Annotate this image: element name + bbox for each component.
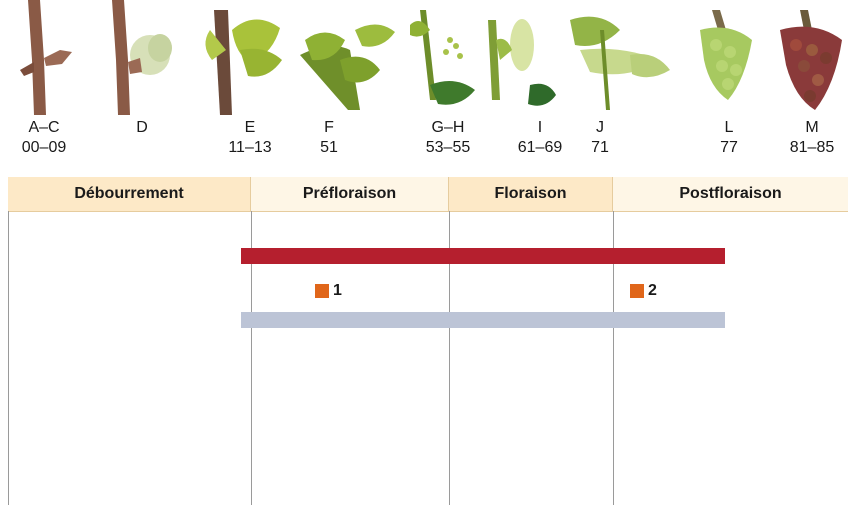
stage-label-d: D	[107, 118, 177, 138]
flowering-photo	[488, 19, 556, 106]
marker-1: 1	[315, 282, 342, 300]
bud-swelling-photo	[112, 0, 172, 115]
ripe-grape-cluster-photo	[780, 10, 842, 110]
marker-2: 2	[630, 282, 657, 300]
inflorescence-photo	[410, 10, 475, 105]
phase-floraison: Floraison	[449, 177, 613, 211]
leaves-unfolded-photo	[205, 10, 282, 115]
marker-square-icon	[315, 284, 329, 298]
bud-dormant-photo	[20, 0, 72, 115]
phase-debourrement: Débourrement	[8, 177, 251, 211]
marker-square-icon	[630, 284, 644, 298]
fruit-set-photo	[570, 17, 670, 110]
phase-postfloraison: Postfloraison	[613, 177, 848, 211]
phase-prefloraison: Préfloraison	[251, 177, 449, 211]
leaf-shoot-photo	[300, 24, 395, 110]
marker-1-label: 1	[333, 282, 342, 300]
stage-photos	[0, 0, 855, 115]
green-grape-cluster-photo	[700, 10, 752, 100]
red-treatment-bar	[241, 248, 725, 264]
phase-header: Débourrement Préfloraison Floraison Post…	[8, 177, 848, 212]
separator-left	[8, 211, 9, 505]
marker-2-label: 2	[648, 282, 657, 300]
grey-treatment-bar	[241, 312, 725, 328]
